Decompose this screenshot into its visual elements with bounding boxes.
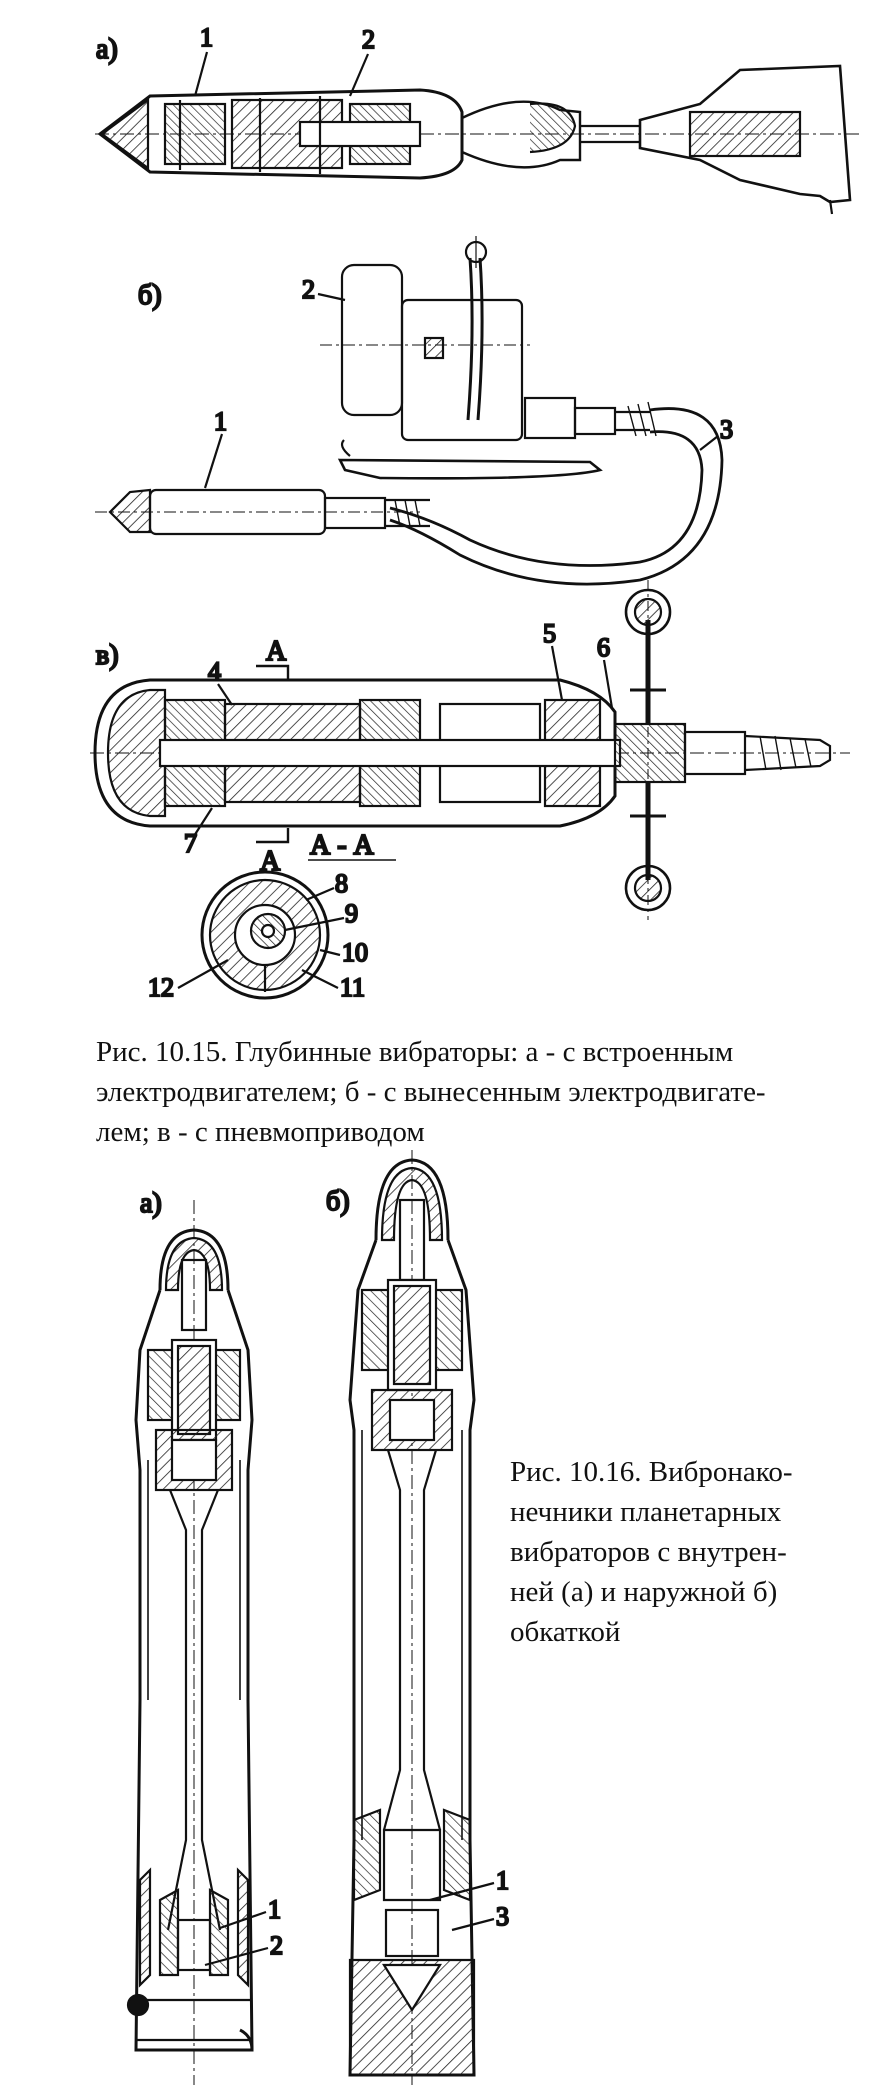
figure-10-16-caption: Рис. 10.16. Вибронако- нечники планетарн… bbox=[510, 1452, 870, 1652]
caption-line: Рис. 10.15. Глубинные вибраторы: а - с в… bbox=[96, 1036, 734, 1068]
callout-5: 5 bbox=[543, 619, 556, 648]
callout-2: 2 bbox=[302, 275, 315, 304]
drawing-a-built-in-motor: а) 1 2 bbox=[95, 22, 860, 215]
callout-10: 10 bbox=[342, 938, 368, 967]
callout-8: 8 bbox=[335, 869, 348, 898]
label-a: а) bbox=[96, 34, 118, 65]
label-b: б) bbox=[326, 1186, 350, 1217]
callout-2: 2 bbox=[362, 25, 375, 54]
callout-1: 1 bbox=[214, 407, 227, 436]
callout-9: 9 bbox=[345, 899, 358, 928]
caption-line: обкаткой bbox=[510, 1616, 621, 1648]
callout-3: 3 bbox=[496, 1902, 509, 1931]
drawing-b-remote-motor: б) 2 1 3 bbox=[95, 236, 734, 586]
callout-4: 4 bbox=[208, 657, 221, 686]
figure-10-15-caption: Рис. 10.15. Глубинные вибраторы: а - с в… bbox=[96, 1032, 872, 1152]
caption-line: нечники планетарных bbox=[510, 1496, 782, 1528]
caption-line: Рис. 10.16. Вибронако- bbox=[510, 1456, 793, 1488]
callout-12: 12 bbox=[148, 973, 174, 1002]
callout-3: 3 bbox=[720, 415, 733, 444]
callout-1: 1 bbox=[200, 23, 213, 52]
tip-a-internal-rolling: а) 1 2 bbox=[126, 1187, 284, 2085]
section-AA-title: А - А bbox=[310, 830, 375, 861]
callout-1: 1 bbox=[496, 1866, 509, 1895]
callout-6: 6 bbox=[597, 633, 610, 662]
figure-10-15-drawings: а) 1 2 б) 2 1 3 bbox=[90, 22, 860, 1003]
callout-11: 11 bbox=[340, 973, 365, 1002]
label-a: а) bbox=[140, 1188, 162, 1219]
caption-line: вибраторов с внутрен- bbox=[510, 1536, 787, 1568]
caption-line: ней (а) и наружной б) bbox=[510, 1576, 778, 1608]
section-mark-A-top: А bbox=[266, 636, 287, 667]
label-b: б) bbox=[138, 280, 162, 311]
callout-2: 2 bbox=[270, 1931, 283, 1960]
section-mark-A-bottom: А bbox=[260, 846, 281, 877]
callout-1: 1 bbox=[268, 1895, 281, 1924]
label-v: в) bbox=[96, 640, 119, 671]
caption-line: лем; в - с пневмоприводом bbox=[96, 1116, 425, 1148]
drawing-v-pneumatic: в) А А А - А 4 5 6 7 bbox=[90, 580, 850, 1003]
caption-line: электродвигателем; б - с вынесенным элек… bbox=[96, 1076, 766, 1108]
tip-b-external-rolling: б) 1 3 bbox=[325, 1150, 510, 2085]
